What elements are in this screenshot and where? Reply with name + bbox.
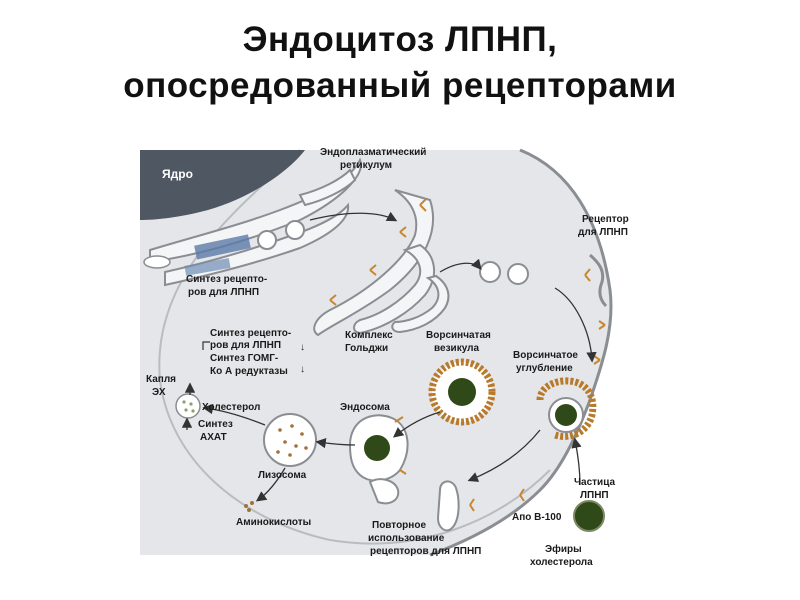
recycling-vesicle (436, 480, 460, 532)
label-er-1: Эндоплазматический (320, 147, 426, 158)
amino-acid-dots (244, 501, 254, 512)
title-line-1: Эндоцитоз ЛПНП, (242, 20, 558, 59)
label-ldl-1: Частица (574, 477, 615, 488)
label-recycle-2: использование (368, 533, 445, 544)
label-golgi-2: Гольджи (345, 343, 388, 354)
er-vesicle (143, 255, 171, 269)
down-arrow-2: ↓ (300, 364, 305, 375)
lysosome (263, 413, 317, 467)
label-coated-pit-1: Ворсинчатое (513, 350, 578, 361)
label-receptor-1: Рецептор (582, 214, 629, 225)
label-apo: Апо В-100 (512, 512, 562, 523)
nucleus (140, 150, 305, 220)
title-line-2: опосредованный рецепторами (123, 66, 677, 105)
coated-pit (536, 377, 597, 440)
pathway-arrows (181, 211, 597, 502)
label-reg-4: Ко А редуктазы (210, 366, 288, 377)
label-coated-pit-2: углубление (516, 362, 573, 374)
label-reg-3: Синтез ГОМГ- (210, 353, 278, 364)
label-nucleus: Ядро (162, 167, 193, 181)
ldl-particle-vesicle (448, 378, 476, 406)
label-reg-2: ров для ЛПНП (210, 340, 281, 351)
label-lysosome: Лизосома (258, 470, 307, 481)
label-esters-1: Эфиры (545, 543, 582, 555)
label-receptor-2: для ЛПНП (578, 227, 628, 238)
ldl-particle-pit (555, 404, 577, 426)
label-amino: Аминокислоты (236, 517, 311, 528)
label-droplet-2: ЭХ (152, 387, 166, 398)
label-endosome: Эндосома (340, 402, 390, 413)
label-coated-vesicle-1: Ворсинчатая (426, 330, 491, 341)
recycling-bud (368, 478, 400, 505)
label-esters-2: холестерола (530, 557, 593, 568)
ester-droplet (175, 393, 201, 419)
transport-vesicles (257, 220, 529, 285)
label-coated-vesicle-2: везикула (434, 343, 479, 354)
ribosome-band (184, 234, 251, 276)
membrane-receptor-notch (589, 253, 608, 308)
label-ldl-2: ЛПНП (580, 490, 609, 501)
endosome (348, 414, 409, 482)
label-er-2: ретикулум (340, 160, 392, 171)
receptor-marks (329, 198, 606, 512)
ldl-particle-endosome (364, 435, 390, 461)
label-reg-1: Синтез рецепто- (210, 328, 291, 339)
coated-vesicle (428, 358, 496, 426)
down-arrow-1: ↓ (300, 342, 305, 353)
label-acat-2: АХАТ (200, 432, 227, 443)
label-golgi-1: Комплекс (345, 330, 393, 341)
regulation-bracket (202, 341, 210, 350)
label-droplet-1: Капля (146, 374, 176, 385)
label-synth-rec-2: ров для ЛПНП (188, 287, 259, 298)
label-recycle-3: рецепторов для ЛПНП (370, 546, 481, 557)
label-acat-1: Синтез (198, 419, 233, 430)
ldl-particle (573, 500, 605, 532)
label-cholesterol: Холестерол (202, 402, 260, 413)
label-synth-rec-1: Синтез рецепто- (186, 274, 267, 285)
label-recycle-1: Повторное (372, 520, 426, 531)
